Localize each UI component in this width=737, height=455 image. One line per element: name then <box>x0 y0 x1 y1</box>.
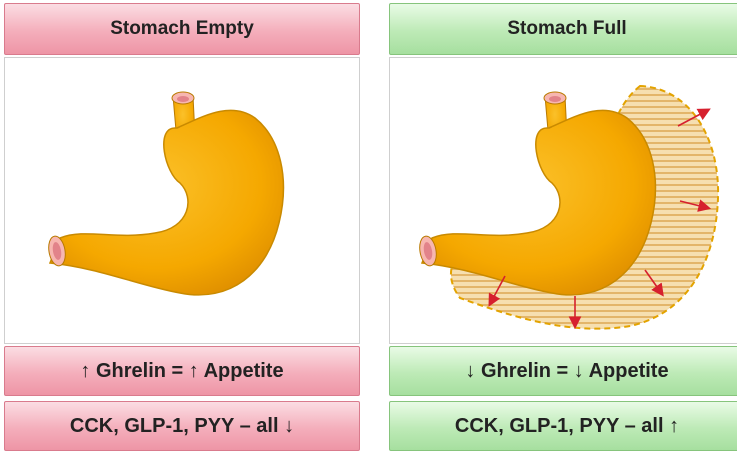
stomach-full-illustration <box>390 58 737 343</box>
hormones-box: CCK, GLP-1, PYY – all ↑ <box>389 401 737 451</box>
panel-stomach-full: Stomach Full <box>389 3 737 451</box>
panel-title: Stomach Full <box>389 3 737 55</box>
stomach-body <box>422 110 655 295</box>
panel-title: Stomach Empty <box>4 3 360 55</box>
stomach-body <box>50 110 283 295</box>
hormones-box: CCK, GLP-1, PYY – all ↓ <box>4 401 360 451</box>
ghrelin-appetite-box: ↓ Ghrelin = ↓ Appetite <box>389 346 737 396</box>
image-frame <box>4 57 360 344</box>
ghrelin-appetite-box: ↑ Ghrelin = ↑ Appetite <box>4 346 360 396</box>
stomach-empty-illustration <box>5 58 359 343</box>
image-frame <box>389 57 737 344</box>
panel-stomach-empty: Stomach Empty <box>4 3 360 451</box>
